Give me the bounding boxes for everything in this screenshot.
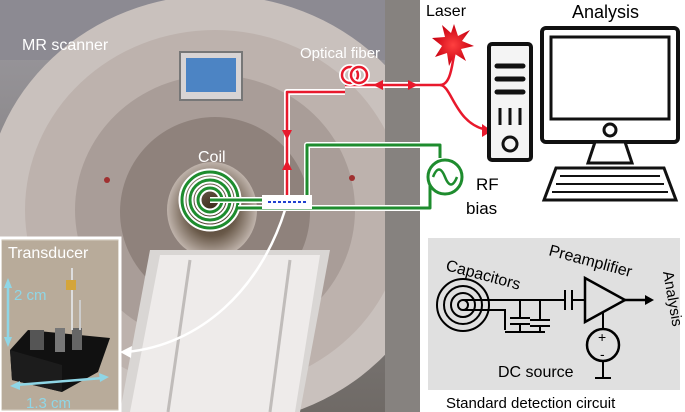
- plus-sign: +: [598, 329, 606, 345]
- detection-circuit-inset: [428, 238, 680, 390]
- optical-fiber-label: Optical fiber: [300, 45, 380, 62]
- height-dimension-label: 2 cm: [14, 287, 47, 304]
- monitor-icon: [540, 26, 680, 202]
- width-dimension-label: 1.3 cm: [26, 395, 71, 412]
- zoom-arrow: [125, 209, 287, 354]
- transducer-inset: [0, 236, 122, 412]
- transducer-title: Transducer: [8, 245, 89, 262]
- computer-tower-icon: [487, 42, 533, 162]
- transducer-marker: [262, 195, 312, 209]
- laser-icon: [432, 24, 474, 66]
- laser-label: Laser: [426, 3, 467, 20]
- rf-bias-label-line1: RF: [476, 175, 499, 194]
- rf-source-icon: [426, 158, 464, 196]
- rf-bias-label-line2: bias: [466, 199, 497, 218]
- scanner-label: MR scanner: [22, 37, 109, 54]
- circuit-caption: Standard detection circuit: [446, 395, 616, 412]
- minus-sign: -: [600, 346, 605, 362]
- analysis-label: Analysis: [572, 2, 639, 22]
- coil-label: Coil: [198, 149, 226, 166]
- dc-source-label: DC source: [498, 364, 574, 381]
